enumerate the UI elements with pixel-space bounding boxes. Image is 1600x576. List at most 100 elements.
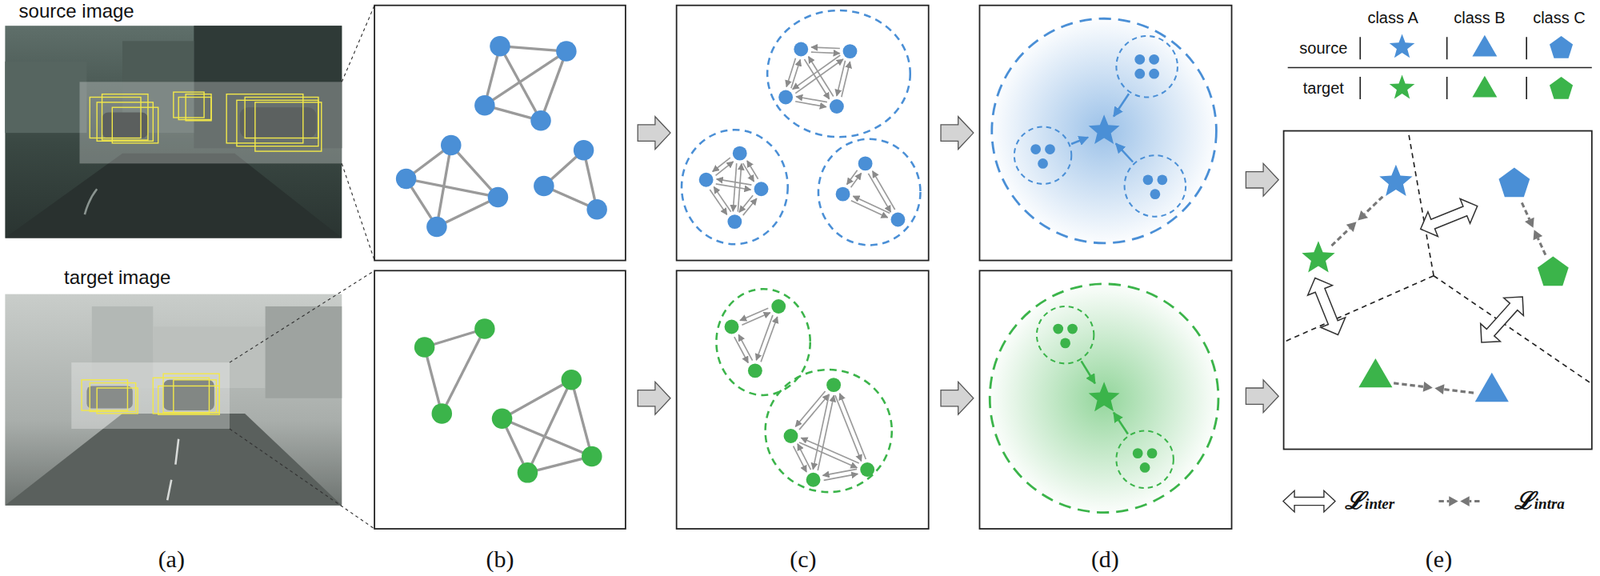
intra-arrow	[1444, 389, 1474, 394]
relation-arrow	[747, 160, 759, 180]
relation-arrow	[795, 59, 844, 94]
relation-arrow	[740, 308, 768, 320]
target-star	[1301, 240, 1335, 272]
loss-name: ℒintra	[1514, 486, 1565, 516]
source-photo	[4, 25, 342, 238]
graph-edge	[527, 380, 572, 473]
relation-arrow	[797, 444, 811, 470]
inter-sample	[1283, 490, 1336, 512]
legend-entry: ℒinter	[1344, 486, 1395, 516]
table-divider	[1359, 36, 1361, 100]
class-b-symbol	[1472, 35, 1497, 57]
aggregation-arrow	[1113, 412, 1128, 435]
graph-node	[414, 336, 436, 358]
graph-node	[1132, 448, 1144, 459]
legend-entry: ℒintra	[1514, 486, 1565, 516]
panel-d	[989, 18, 1219, 512]
decision-boundary	[1284, 276, 1435, 343]
graph-node	[396, 168, 417, 190]
highlight-region	[71, 362, 230, 429]
graph-edge	[571, 380, 592, 457]
intra-arrow	[1393, 383, 1424, 388]
class-c-symbol	[1549, 36, 1573, 59]
flow-arrow	[637, 381, 671, 415]
target-pentagon	[1537, 256, 1569, 286]
source-triangle	[1475, 372, 1509, 402]
flow-arrow	[940, 381, 974, 415]
graph-node	[727, 214, 742, 229]
decision-boundary	[1433, 276, 1592, 384]
graph-node	[1052, 324, 1064, 335]
aggregation-arrow	[1071, 137, 1088, 144]
inter-arrow	[1416, 193, 1483, 241]
cluster-outline	[767, 10, 911, 137]
graph-node	[561, 369, 583, 391]
detection-box	[158, 385, 220, 415]
relation-arrow	[786, 58, 796, 88]
arrow-head	[1346, 221, 1357, 232]
table-divider	[1446, 36, 1448, 100]
table-cell: class B	[1453, 8, 1505, 27]
graph-node	[771, 299, 786, 314]
detection-box	[112, 107, 158, 144]
road	[4, 153, 342, 239]
detection-box	[96, 388, 138, 414]
source-pentagon	[1498, 167, 1530, 197]
graph-node	[573, 140, 595, 161]
detection-box	[173, 380, 217, 413]
graph-node	[492, 408, 513, 430]
graph-node	[732, 146, 748, 161]
detection-box	[255, 102, 322, 152]
relation-arrow	[793, 446, 807, 472]
graph-node	[1148, 54, 1160, 65]
relation-arrow	[868, 173, 891, 212]
cluster-outline	[818, 139, 921, 246]
arrow-head	[1448, 496, 1458, 507]
graph-edge	[502, 418, 592, 456]
panel-frame	[374, 5, 626, 261]
prototype-star	[1088, 381, 1120, 412]
subfigure-label: (c)	[789, 545, 816, 573]
graph-node	[426, 216, 448, 238]
subfigure-label: (a)	[158, 545, 185, 573]
subfigure-label: (b)	[486, 545, 515, 573]
graph-node	[1037, 158, 1048, 169]
intra-arrow	[1364, 196, 1384, 215]
table-divider	[1525, 36, 1528, 100]
relation-arrow	[852, 196, 890, 213]
graph-node	[1067, 324, 1078, 335]
relation-arrow	[840, 393, 867, 460]
detection-box	[185, 94, 212, 121]
graph-node	[784, 428, 799, 444]
source-star	[1379, 164, 1412, 196]
photos	[4, 25, 342, 505]
detection-box	[244, 96, 319, 138]
subfigure-label: (e)	[1425, 545, 1452, 573]
target-triangle	[1358, 358, 1392, 388]
lane-mark	[167, 439, 179, 501]
relation-arrow	[799, 394, 829, 430]
flow-arrow	[1245, 380, 1279, 413]
graph-node	[754, 181, 769, 196]
building	[4, 61, 87, 133]
relation-arrow	[791, 60, 800, 89]
graph-node	[1134, 54, 1145, 65]
graph-edge	[441, 328, 485, 414]
graph-node	[806, 472, 821, 488]
relation-arrow	[795, 391, 825, 427]
relation-arrow	[847, 170, 858, 185]
graph-node	[488, 187, 509, 208]
relation-arrow	[739, 195, 753, 212]
graph-edge	[424, 347, 443, 414]
relation-arrow	[796, 96, 828, 103]
graph-node	[699, 172, 714, 188]
table-cell: target	[1303, 78, 1344, 97]
panel-frame	[1284, 131, 1592, 450]
graph-node	[530, 110, 552, 132]
graph-edge	[500, 46, 541, 121]
cluster-outline	[765, 369, 892, 492]
graph-node	[586, 199, 608, 220]
panel-frame	[676, 270, 929, 529]
zoom-line	[341, 5, 375, 83]
graph-node	[474, 95, 496, 116]
